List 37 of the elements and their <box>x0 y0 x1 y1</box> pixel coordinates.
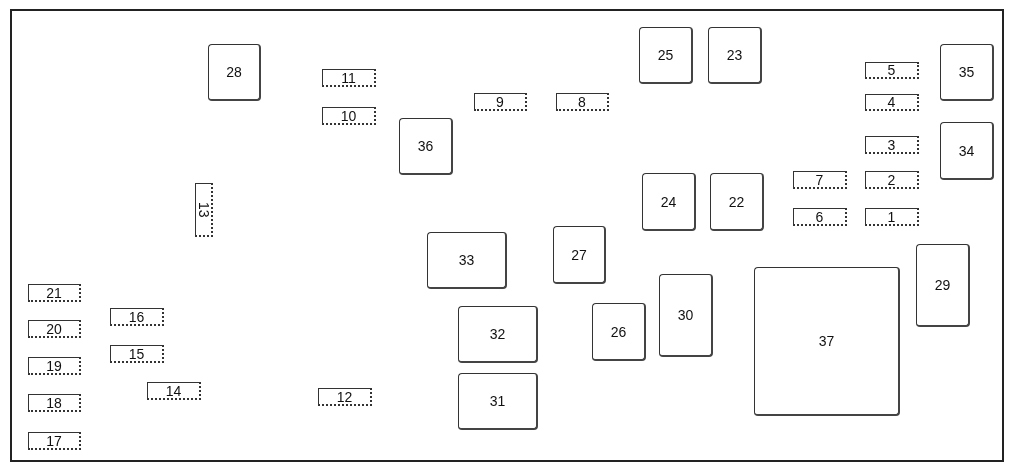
fuse-slot: 8 <box>556 93 609 111</box>
fuse-slot: 13 <box>195 183 213 237</box>
relay-slot: 28 <box>208 44 261 101</box>
fuse-slot: 16 <box>110 308 164 326</box>
fuse-slot: 11 <box>322 69 376 87</box>
relay-slot: 25 <box>639 27 693 84</box>
relay-slot: 24 <box>642 173 696 231</box>
fuse-slot: 10 <box>322 107 376 125</box>
relay-slot: 36 <box>399 118 453 175</box>
fuse-slot: 14 <box>147 382 201 400</box>
fuse-slot: 12 <box>318 388 372 406</box>
fuse-slot: 3 <box>865 136 919 154</box>
fuse-slot: 9 <box>474 93 527 111</box>
fuse-slot: 17 <box>28 432 81 450</box>
relay-slot: 22 <box>710 173 764 231</box>
fuse-slot: 6 <box>793 208 847 226</box>
fuse-slot: 15 <box>110 345 164 363</box>
fuse-slot: 21 <box>28 284 81 302</box>
fuse-slot: 19 <box>28 357 81 375</box>
relay-slot: 32 <box>458 306 538 363</box>
relay-slot: 37 <box>754 267 900 416</box>
fuse-slot: 20 <box>28 320 81 338</box>
relay-slot: 23 <box>708 27 762 84</box>
relay-slot: 30 <box>659 274 713 357</box>
relay-slot: 34 <box>940 122 994 180</box>
relay-slot: 33 <box>427 232 507 289</box>
relay-slot: 35 <box>940 44 994 101</box>
fuse-slot: 5 <box>865 62 919 79</box>
fuse-slot: 2 <box>865 171 919 189</box>
relay-slot: 29 <box>916 244 970 327</box>
fuse-slot: 4 <box>865 94 919 111</box>
fuse-slot: 1 <box>865 208 919 226</box>
fuse-slot: 18 <box>28 394 81 412</box>
relay-slot: 26 <box>592 303 646 361</box>
fuse-slot: 7 <box>793 171 847 189</box>
relay-slot: 27 <box>553 226 606 284</box>
relay-slot: 31 <box>458 373 538 430</box>
